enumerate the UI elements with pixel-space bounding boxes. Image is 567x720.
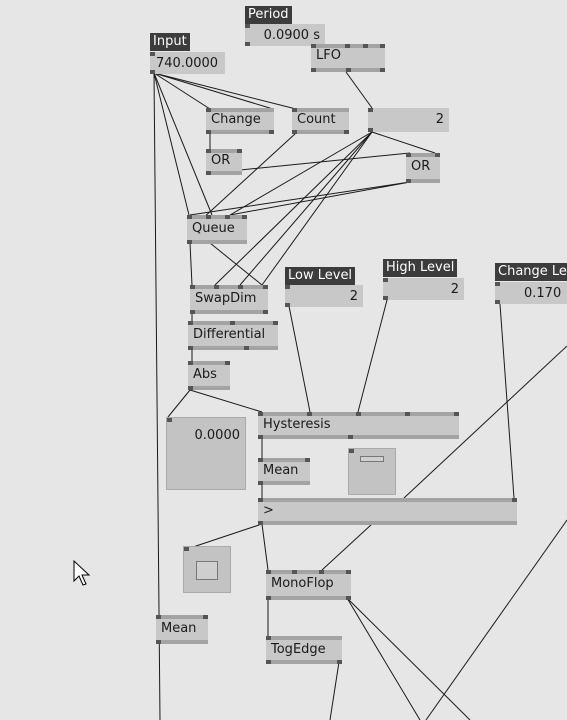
mean-mid-label: Mean (263, 463, 299, 478)
high-level-label-tag: High Level (383, 259, 458, 277)
wire-lfo-value (345, 71, 373, 109)
or-node-right[interactable]: OR (406, 153, 440, 183)
differential-label: Differential (193, 327, 266, 342)
change-level-label-tag: Change Le (495, 263, 567, 281)
low-level-value-box[interactable]: 2 (285, 285, 363, 307)
change-node[interactable]: Change (206, 108, 274, 134)
queue-node[interactable]: Queue (187, 215, 247, 244)
input-value: 740.0000 (156, 56, 219, 71)
monoflop-node[interactable]: MonoFlop (266, 570, 351, 600)
period-value: 0.0900 s (263, 28, 320, 43)
greater-than-node[interactable]: > (258, 498, 517, 525)
wire-monoflop-out2 (346, 597, 471, 720)
input-label-tag: Input (150, 33, 190, 51)
lfo-label: LFO (316, 48, 341, 63)
input-value-box[interactable]: 740.0000 (150, 52, 225, 74)
wire-input-count (153, 72, 274, 110)
change-level-value-box[interactable]: 0.170 (495, 282, 567, 304)
mean-node-left[interactable]: Mean (156, 615, 208, 644)
wire-queue-swapdim2 (209, 242, 263, 286)
wire-value-swapdim3 (261, 131, 373, 286)
high-level-value-box[interactable]: 2 (383, 278, 464, 300)
togedge-node[interactable]: TogEdge (266, 636, 342, 664)
toggle-box-left[interactable] (183, 546, 231, 593)
count-label: Count (297, 112, 336, 127)
hysteresis-node[interactable]: Hysteresis (258, 412, 459, 439)
wire-queue-swapdim (189, 242, 193, 286)
lfo-node[interactable]: LFO (311, 44, 385, 72)
wire-gt-toggle (189, 523, 263, 549)
wire-input-count2 (153, 72, 297, 110)
toggle-box-right[interactable] (348, 448, 396, 495)
change-level-value: 0.170 (524, 286, 562, 301)
wire-low-hyst (288, 305, 311, 413)
value-display: 0.0000 (194, 428, 241, 443)
high-level-value: 2 (450, 282, 459, 297)
period-label-tag: Period (245, 6, 292, 24)
count-value: 2 (435, 112, 444, 127)
queue-label: Queue (192, 221, 235, 236)
wire-change-gt (499, 303, 515, 499)
wire-input-queue (153, 72, 190, 216)
count-node[interactable]: Count (292, 108, 349, 134)
wire-togedge-out (329, 661, 340, 720)
low-level-label-tag: Low Level (285, 267, 356, 285)
togedge-label: TogEdge (271, 642, 326, 657)
greater-than-label: > (263, 503, 274, 518)
swapdim-label: SwapDim (195, 291, 257, 306)
wire-gt-monoflop (261, 523, 269, 571)
abs-label: Abs (193, 367, 217, 382)
monoflop-label: MonoFlop (271, 576, 334, 591)
wire-or-queue (229, 181, 411, 216)
wire-gt-monoflop2 (321, 523, 373, 571)
count-value-box[interactable]: 2 (368, 108, 449, 132)
or-node-left[interactable]: OR (206, 149, 242, 175)
mouse-cursor-icon (73, 560, 91, 586)
toggle-right-indicator (360, 456, 384, 462)
mean-left-label: Mean (161, 621, 197, 636)
wire-abs-display (167, 389, 191, 418)
wire-value-swapdim2 (239, 131, 373, 286)
change-label: Change (211, 112, 261, 127)
low-level-value: 2 (349, 289, 358, 304)
wire-value-queue (229, 131, 373, 216)
wire-diag-out (425, 519, 567, 720)
value-display-box[interactable]: 0.0000 (166, 417, 246, 490)
wire-monoflop-out (346, 597, 421, 720)
wire-input-queue2 (153, 72, 213, 216)
wire-abs-hyst (189, 389, 263, 413)
hysteresis-label: Hysteresis (263, 417, 331, 432)
wire-value-or (371, 131, 436, 154)
wire-high-hyst (357, 299, 388, 413)
abs-node[interactable]: Abs (188, 361, 230, 390)
wire-or-queue2 (189, 181, 411, 216)
toggle-left-indicator (196, 561, 218, 580)
mean-node-mid[interactable]: Mean (258, 458, 310, 485)
period-value-box[interactable]: 0.0900 s (245, 24, 325, 46)
swapdim-node[interactable]: SwapDim (190, 285, 268, 314)
differential-node[interactable]: Differential (188, 321, 278, 350)
wire-input-change (153, 72, 211, 110)
or-left-label: OR (211, 153, 231, 168)
or-right-label: OR (411, 159, 431, 174)
